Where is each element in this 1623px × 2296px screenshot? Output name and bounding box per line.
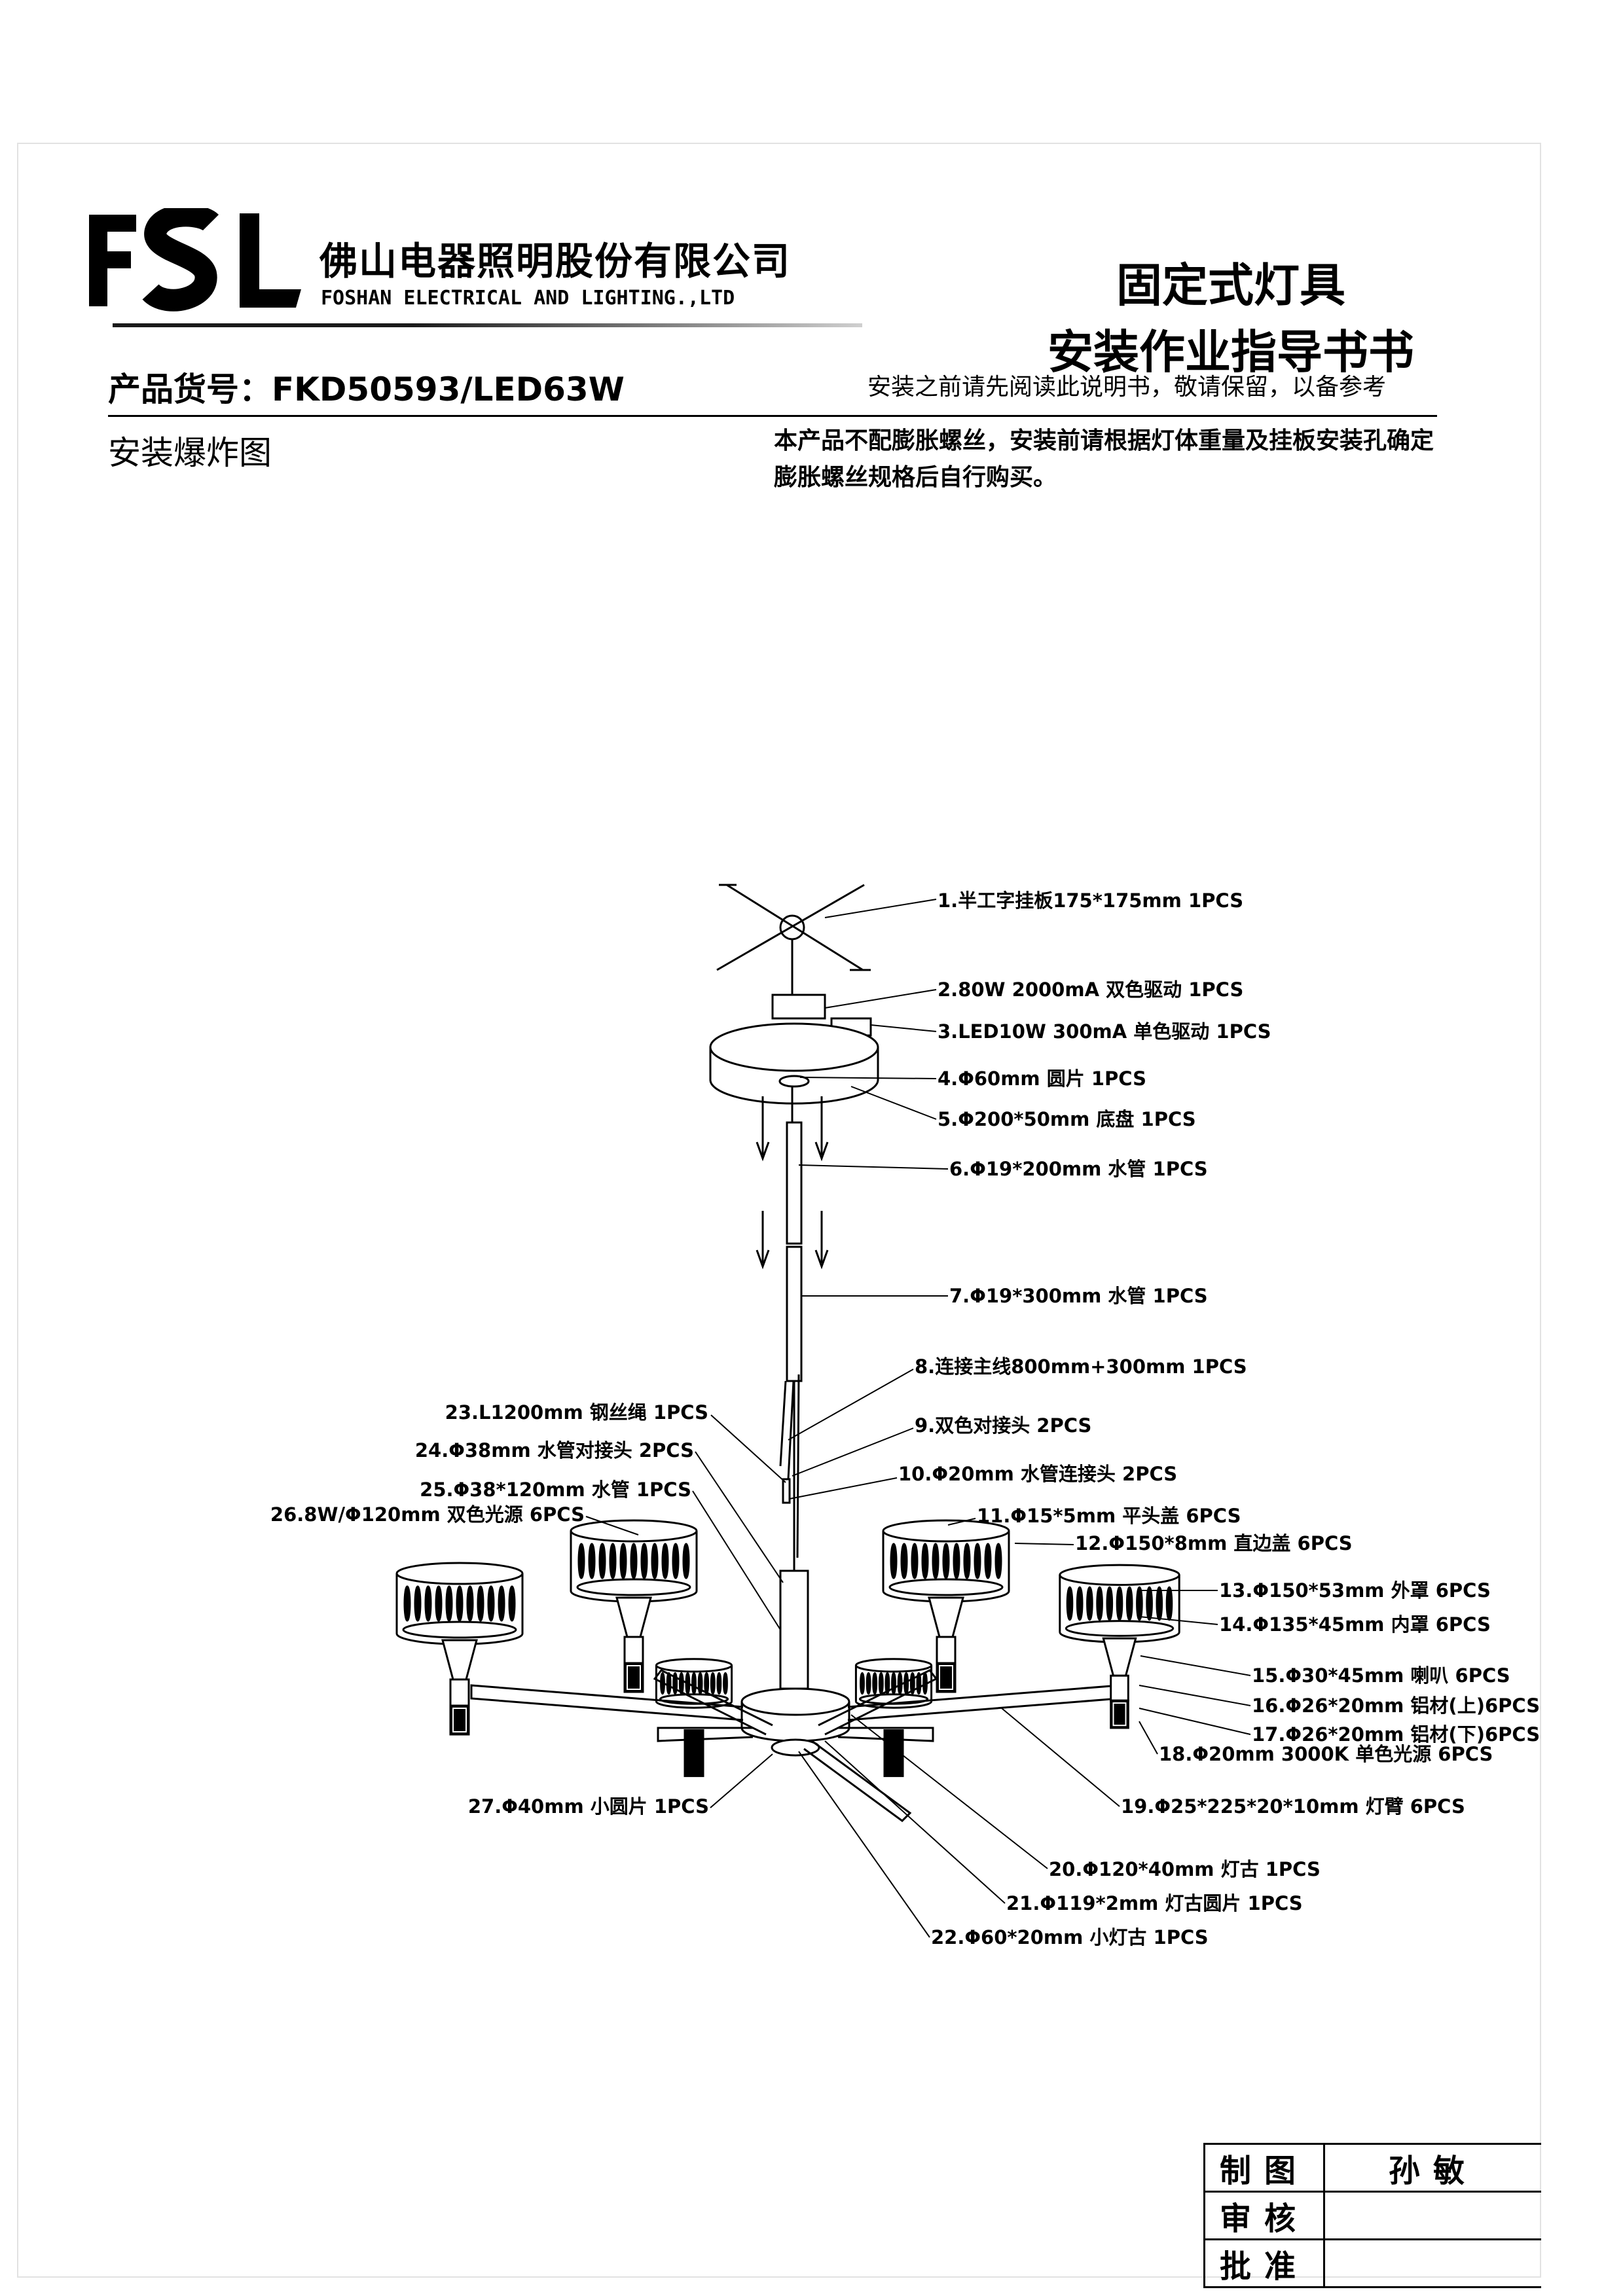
logo-underline bbox=[113, 323, 862, 327]
document-title-line1: 固定式灯具 bbox=[1116, 259, 1345, 312]
part-label-9: 9.双色对接头 2PCS bbox=[915, 1414, 1091, 1437]
signoff-name bbox=[1323, 2191, 1541, 2240]
signoff-row: 批准 bbox=[1203, 2238, 1541, 2288]
lamp-shade-top bbox=[570, 1519, 698, 1543]
part-label-16: 16.Φ26*20mm 铝材(上)6PCS bbox=[1252, 1695, 1540, 1717]
part-label-11: 11.Φ15*5mm 平头盖 6PCS bbox=[977, 1505, 1241, 1527]
company-name-en: FOSHAN ELECTRICAL AND LIGHTING.,LTD bbox=[321, 287, 735, 310]
header-divider bbox=[108, 415, 1437, 417]
company-name-cn: 佛山电器照明股份有限公司 bbox=[319, 239, 792, 283]
part-label-1: 1.半工字挂板175*175mm 1PCS bbox=[938, 889, 1243, 912]
signoff-row: 审核 bbox=[1203, 2191, 1541, 2240]
part-label-7: 7.Φ19*300mm 水管 1PCS bbox=[949, 1285, 1208, 1307]
section-title: 安装爆炸图 bbox=[108, 434, 272, 472]
part-label-2: 2.80W 2000mA 双色驱动 1PCS bbox=[938, 978, 1243, 1001]
part-label-10: 10.Φ20mm 水管连接头 2PCS bbox=[898, 1463, 1177, 1485]
read-before-install-note: 安装之前请先阅读此说明书，敬请保留，以备参考 bbox=[867, 374, 1387, 401]
signoff-row: 制图孙敏 bbox=[1203, 2143, 1541, 2193]
part-label-22: 22.Φ60*20mm 小灯古 1PCS bbox=[931, 1926, 1209, 1948]
signoff-role: 审核 bbox=[1203, 2191, 1325, 2240]
signoff-name bbox=[1323, 2238, 1541, 2288]
part-label-25: 25.Φ38*120mm 水管 1PCS bbox=[420, 1479, 691, 1501]
part-label-15: 15.Φ30*45mm 喇叭 6PCS bbox=[1252, 1664, 1510, 1687]
part-label-8: 8.连接主线800mm+300mm 1PCS bbox=[915, 1355, 1247, 1378]
part-label-6: 6.Φ19*200mm 水管 1PCS bbox=[949, 1158, 1208, 1180]
part-label-20: 20.Φ120*40mm 灯古 1PCS bbox=[1049, 1858, 1321, 1880]
part-label-17: 17.Φ26*20mm 铝材(下)6PCS bbox=[1252, 1723, 1540, 1746]
lamp-shade-top bbox=[854, 1658, 933, 1673]
document-title-line2: 安装作业指导书书 bbox=[1048, 325, 1414, 379]
part-label-24: 24.Φ38mm 水管对接头 2PCS bbox=[415, 1439, 694, 1462]
fsl-logo-icon bbox=[89, 208, 301, 312]
lamp-shade-top bbox=[395, 1562, 524, 1585]
part-label-4: 4.Φ60mm 圆片 1PCS bbox=[938, 1067, 1146, 1090]
signoff-role: 制图 bbox=[1203, 2143, 1325, 2193]
part-label-21: 21.Φ119*2mm 灯古圆片 1PCS bbox=[1006, 1892, 1303, 1914]
part-label-27: 27.Φ40mm 小圆片 1PCS bbox=[468, 1795, 709, 1818]
signoff-table: 制图孙敏审核批准 bbox=[1203, 2143, 1541, 2288]
part-label-19: 19.Φ25*225*20*10mm 灯臂 6PCS bbox=[1121, 1795, 1465, 1818]
part-label-13: 13.Φ150*53mm 外罩 6PCS bbox=[1219, 1579, 1491, 1602]
signoff-role: 批准 bbox=[1203, 2238, 1325, 2288]
part-label-23: 23.L1200mm 钢丝绳 1PCS bbox=[445, 1401, 708, 1424]
part-label-3: 3.LED10W 300mA 单色驱动 1PCS bbox=[938, 1020, 1271, 1043]
part-label-18: 18.Φ20mm 3000K 单色光源 6PCS bbox=[1159, 1743, 1493, 1765]
page-frame bbox=[17, 143, 1541, 2278]
signoff-name: 孙敏 bbox=[1323, 2143, 1541, 2193]
part-label-14: 14.Φ135*45mm 内罩 6PCS bbox=[1219, 1613, 1491, 1636]
product-number: 产品货号：FKD50593/LED63W bbox=[108, 370, 625, 408]
part-label-12: 12.Φ150*8mm 直边盖 6PCS bbox=[1075, 1532, 1353, 1554]
part-label-5: 5.Φ200*50mm 底盘 1PCS bbox=[938, 1108, 1196, 1130]
lamp-shade-top bbox=[655, 1658, 733, 1673]
lamp-shade-top bbox=[1059, 1564, 1180, 1587]
part-label-26: 26.8W/Φ120mm 双色光源 6PCS bbox=[270, 1503, 585, 1526]
expansion-screw-notice: 本产品不配膨胀螺丝，安装前请根据灯体重量及挂板安装孔确定膨胀螺丝规格后自行购买。 bbox=[774, 427, 1434, 491]
